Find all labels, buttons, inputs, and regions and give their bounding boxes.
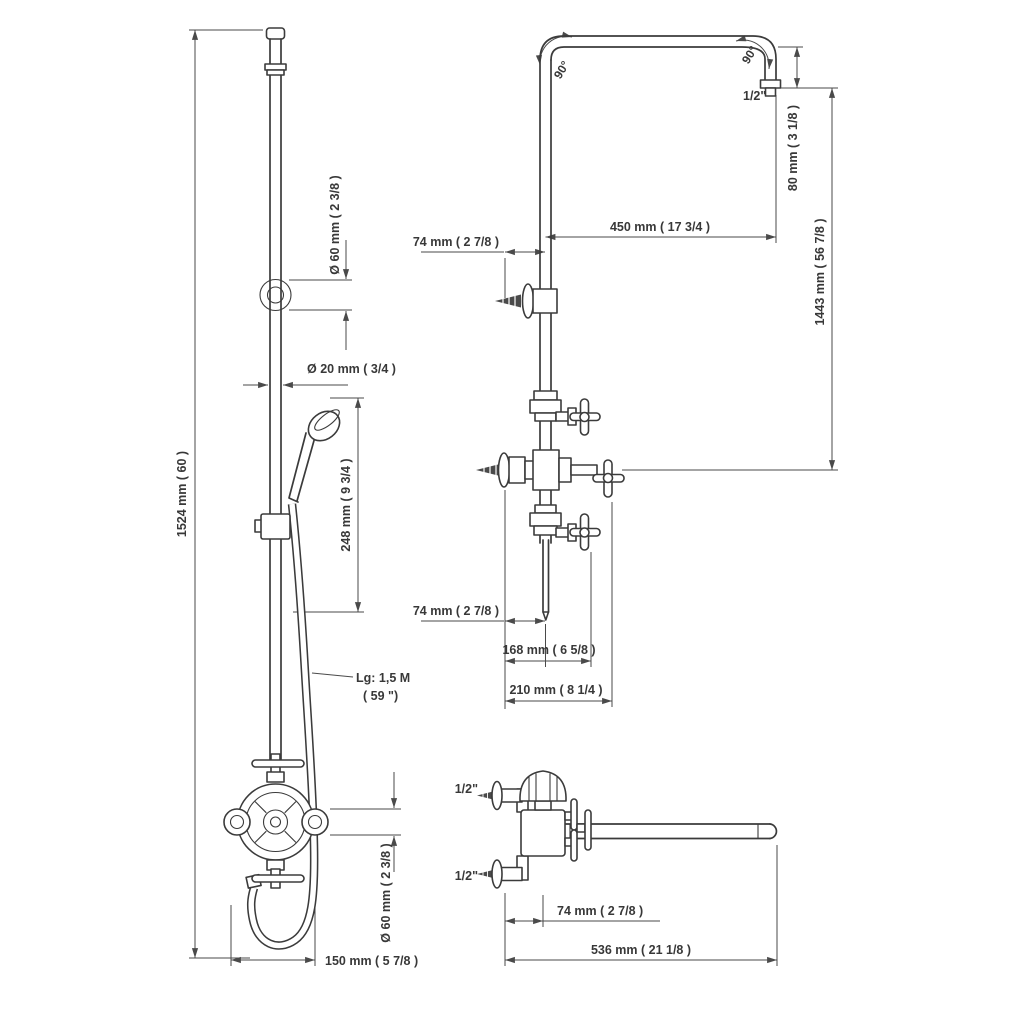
dim-wall-to-axis-profile: 74 mm ( 2 7/8 ) <box>557 904 643 918</box>
arm-outlet-flare <box>759 79 782 89</box>
shower-column-side <box>223 27 341 950</box>
dim-arm-drop: 80 mm ( 3 1/8 ) <box>786 105 800 191</box>
hose-length-note-line1: Lg: 1,5 M <box>356 671 410 685</box>
dim-bracket-diameter: Ø 60 mm ( 2 3/8 ) <box>328 175 342 274</box>
arm-inner <box>550 46 766 81</box>
outlet-thread-label: 1/2" <box>743 89 766 103</box>
center-cross-handle <box>592 459 625 498</box>
top-collar <box>264 63 287 71</box>
left-union-ring <box>223 808 251 836</box>
side-view-dimensions: 1524 mm ( 60 ) Ø 60 mm ( 2 3/8 ) Ø 20 mm… <box>175 29 418 968</box>
dim-body-width-handles: 168 mm ( 6 5/8 ) <box>502 643 595 657</box>
dim-base-offset: 150 mm ( 5 7/8 ) <box>325 954 418 968</box>
dim-wall-to-axis-bottom: 74 mm ( 2 7/8 ) <box>413 604 499 618</box>
front-view-dimensions: 450 mm ( 17 3/4 ) 80 mm ( 3 1/8 ) 1443 m… <box>413 31 838 709</box>
front-view: 450 mm ( 17 3/4 ) 80 mm ( 3 1/8 ) 1443 m… <box>413 31 838 709</box>
right-union-ring <box>301 808 329 836</box>
dim-wall-to-axis-top: 74 mm ( 2 7/8 ) <box>413 235 499 249</box>
dim-riser-height: 1443 mm ( 56 7/8 ) <box>813 218 827 325</box>
arm-outlet-nipple <box>764 87 777 97</box>
angle-left-label: 90° <box>551 58 573 81</box>
dim-total-height: 1524 mm ( 60 ) <box>175 451 189 537</box>
dim-valve-diameter: Ø 60 mm ( 2 3/8 ) <box>379 843 393 942</box>
dim-handset-length: 248 mm ( 9 3/4 ) <box>339 458 353 551</box>
cross-handles-profile <box>564 798 592 862</box>
mixer-valve-side <box>223 753 329 889</box>
upper-inlet-flange <box>491 780 503 811</box>
inlet-bottom-thread-label: 1/2" <box>455 869 478 883</box>
dim-pipe-diameter: Ø 20 mm ( 3/4 ) <box>307 362 396 376</box>
riser-pipe-side <box>269 38 282 763</box>
column-top-cap <box>265 27 286 40</box>
mixer-valve-profile <box>476 770 778 889</box>
lower-cross-handle <box>569 513 601 551</box>
dim-arm-reach: 450 mm ( 17 3/4 ) <box>610 220 710 234</box>
hand-shower-holder <box>260 513 291 540</box>
hand-shower <box>288 409 341 503</box>
diverter-bell <box>519 770 567 811</box>
lower-inlet-flange <box>491 859 503 889</box>
upper-wall-union <box>494 283 558 319</box>
inlet-top-thread-label: 1/2" <box>455 782 478 796</box>
wall-bracket-ring <box>259 278 292 312</box>
profile-view-dimensions: 74 mm ( 2 7/8 ) 536 mm ( 21 1/8 ) 1/2" 1… <box>455 782 778 966</box>
spout <box>564 823 771 840</box>
outlet-tip <box>542 611 550 621</box>
dim-spout-reach: 536 mm ( 21 1/8 ) <box>591 943 691 957</box>
side-view: 1524 mm ( 60 ) Ø 60 mm ( 2 3/8 ) Ø 20 mm… <box>175 27 418 968</box>
dim-body-width-total: 210 mm ( 8 1/4 ) <box>509 683 602 697</box>
valve-body-profile <box>520 809 566 857</box>
profile-view: 74 mm ( 2 7/8 ) 536 mm ( 21 1/8 ) 1/2" 1… <box>455 770 778 966</box>
shower-column-front <box>475 35 782 621</box>
upper-cross-handle <box>569 398 601 436</box>
hose-length-note-line2: ( 59 ") <box>363 689 398 703</box>
arm-outer <box>539 35 777 81</box>
thermostatic-valve-front <box>475 390 625 551</box>
